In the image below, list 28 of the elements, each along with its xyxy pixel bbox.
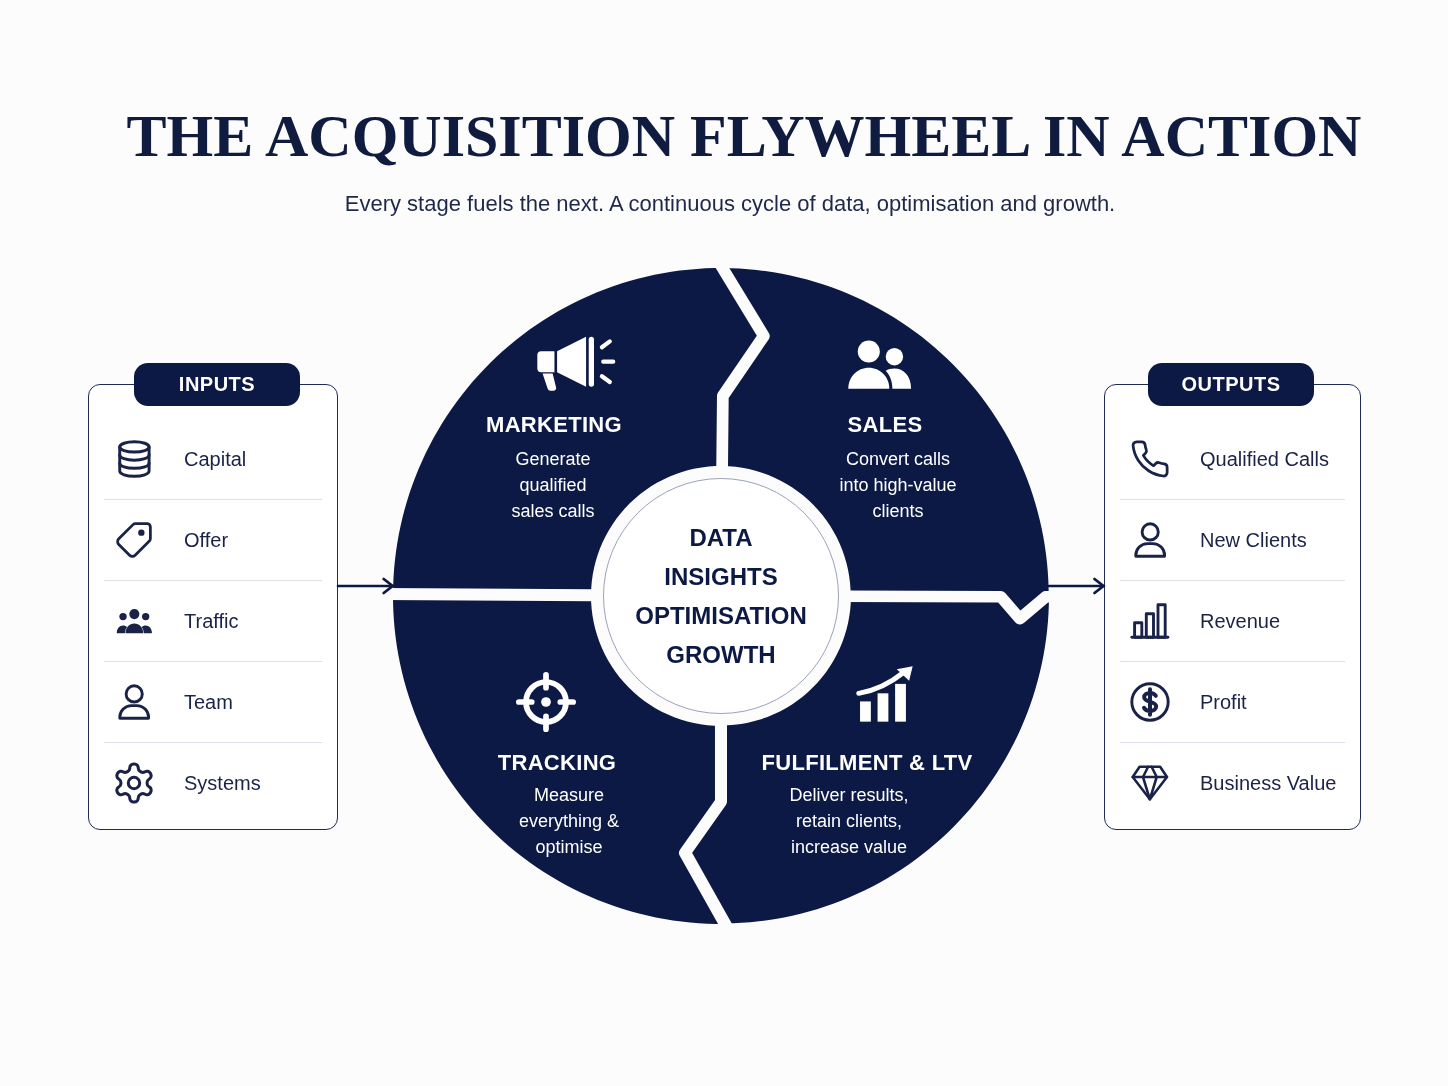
arrow — [1047, 577, 1106, 595]
row-label: Offer — [184, 528, 229, 553]
center-label: DATA — [689, 523, 753, 553]
row-label: Team — [184, 690, 233, 715]
segment-heading: TRACKING — [497, 750, 617, 776]
segment-text: Convert calls into high-value clients — [838, 448, 958, 523]
row-label: Business Value — [1200, 771, 1337, 796]
row-label: New Clients — [1200, 528, 1307, 553]
segment-heading: FULFILMENT & LTV — [761, 750, 973, 776]
panel-heading: INPUTS — [134, 363, 300, 406]
row-label: Traffic — [184, 609, 239, 634]
center-label: OPTIMISATION — [635, 601, 807, 631]
segment-text: Measure everything & optimise — [517, 784, 620, 859]
center-label: GROWTH — [666, 640, 776, 670]
subtitle: Every stage fuels the next. A continuous cycle of data, optimisation and growth. — [344, 190, 1116, 218]
arrow — [336, 577, 395, 595]
row-label: Capital — [184, 447, 247, 472]
segment-text: Deliver results, retain clients, increase value — [788, 784, 910, 859]
diagram-title: THE ACQUISITION FLYWHEEL IN ACTION — [126, 102, 1362, 171]
row-label: Qualified Calls — [1200, 447, 1329, 472]
segment-heading: MARKETING — [486, 412, 622, 438]
row-label: Profit — [1200, 690, 1247, 715]
center-label: INSIGHTS — [664, 562, 778, 592]
segment-text: Generate qualified sales calls — [510, 448, 596, 523]
row-label: Systems — [184, 771, 261, 796]
row-label: Revenue — [1200, 609, 1281, 634]
segment-heading: SALES — [847, 412, 923, 438]
panel-heading: OUTPUTS — [1148, 363, 1314, 406]
